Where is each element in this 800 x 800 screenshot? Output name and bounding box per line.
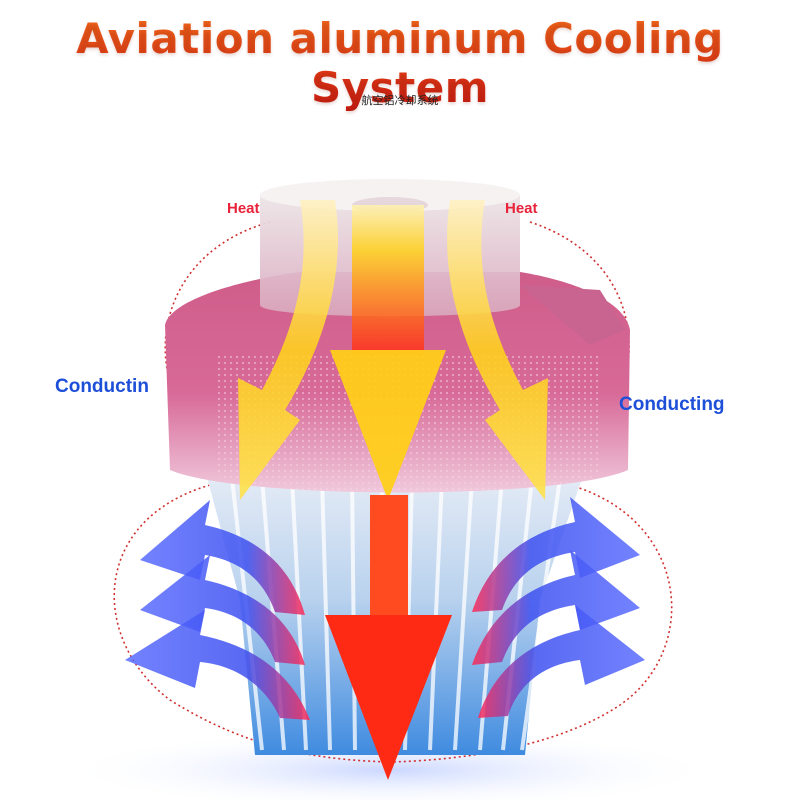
page-subtitle: 航空铝冷却系统 bbox=[361, 94, 439, 107]
curved-airflow-arrow-icon bbox=[472, 550, 640, 665]
heat-label-right: Heat bbox=[505, 200, 538, 217]
curved-airflow-arrow-icon bbox=[125, 610, 310, 720]
heat-label-left: Heat bbox=[227, 200, 260, 217]
curved-airflow-arrow-icon bbox=[140, 555, 305, 665]
downward-heat-arrow-icon bbox=[325, 205, 452, 780]
lower-dotted-outline bbox=[113, 484, 391, 763]
curved-airflow-arrow-icon bbox=[478, 605, 645, 718]
downward-heat-arrow-icon bbox=[447, 200, 548, 500]
conducting-label-right: Conducting bbox=[619, 394, 725, 415]
page-title: Aviation aluminum Cooling System bbox=[0, 14, 800, 112]
conducting-label-left: Conductin bbox=[55, 376, 149, 397]
downward-heat-arrow-icon bbox=[238, 200, 338, 500]
curved-airflow-arrow-icon bbox=[472, 497, 640, 612]
curved-airflow-arrow-icon bbox=[140, 500, 305, 615]
